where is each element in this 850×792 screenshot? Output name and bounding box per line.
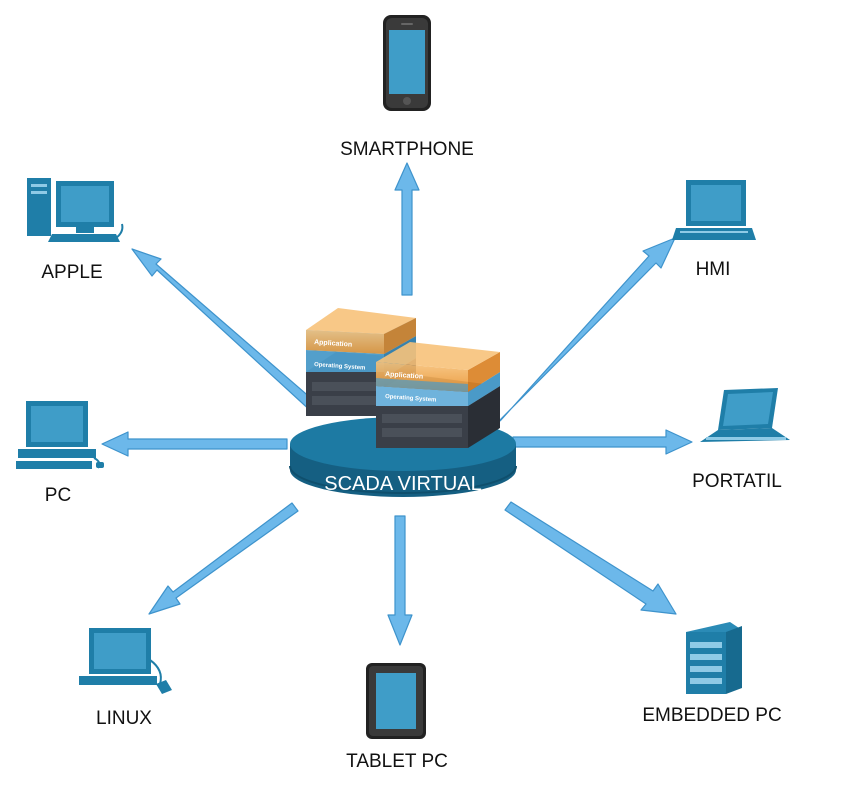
arrow-linux [148, 502, 299, 615]
stack2-application-label: Application [385, 371, 424, 381]
scada-hub: Application Operating System Application… [289, 308, 517, 497]
hmi-label: HMI [695, 259, 731, 280]
linux-computer-icon [79, 628, 172, 694]
embedded-pc-label: EMBEDDED PC [642, 705, 782, 726]
smartphone-icon [383, 15, 431, 111]
stack1-os-label: Operating System [314, 362, 366, 372]
arrow-portatil [512, 429, 693, 455]
arrow-apple [131, 248, 321, 414]
portatil-label: PORTATIL [692, 471, 782, 492]
arrow-tablet [387, 515, 413, 646]
arrow-hmi [493, 237, 676, 427]
tablet-icon [366, 663, 426, 739]
server-stack-2: Application Operating System [376, 342, 500, 448]
arrow-smartphone [394, 162, 420, 296]
apple-computer-icon [27, 178, 124, 242]
tablet-label: TABLET PC [346, 751, 448, 772]
stack1-application-label: Application [314, 339, 353, 349]
linux-label: LINUX [96, 708, 152, 729]
pc-computer-icon [16, 401, 104, 469]
smartphone-label: SMARTPHONE [340, 139, 474, 160]
hub-label: SCADA VIRTUAL [324, 473, 481, 495]
laptop-icon [700, 388, 790, 442]
pc-label: PC [44, 485, 72, 506]
stack2-os-label: Operating System [385, 394, 437, 404]
embedded-pc-icon [686, 622, 742, 694]
arrow-pc [101, 431, 288, 457]
apple-label: APPLE [41, 262, 103, 283]
arrows [101, 162, 693, 646]
arrow-embedded [504, 501, 677, 615]
hmi-monitor-icon [672, 180, 756, 240]
